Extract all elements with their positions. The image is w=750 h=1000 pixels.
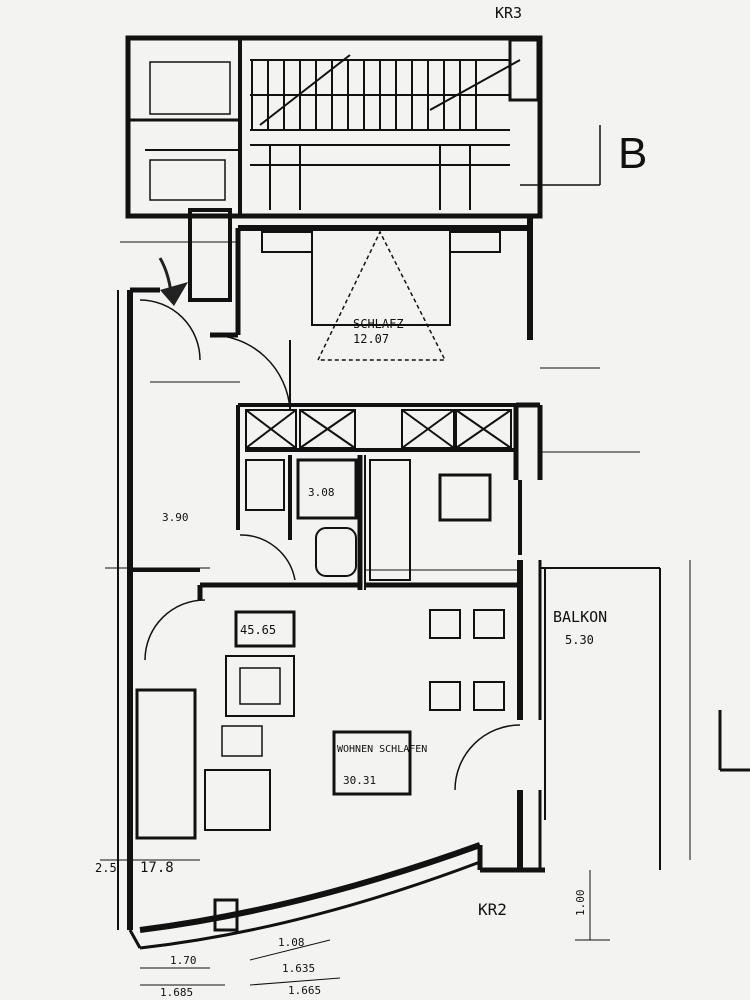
plan-linework [100, 35, 750, 986]
stair-note-box [149, 159, 226, 201]
bath-area-label: 3.08 [308, 486, 335, 499]
door-swing [144, 599, 206, 661]
door-swing [454, 724, 521, 791]
living-area-label-box [332, 730, 412, 796]
bay-mullion [213, 898, 239, 932]
dimension-line [249, 939, 331, 961]
dimension-bottom-left-total: 1.685 [160, 986, 193, 999]
bedroom-area-label: 12.07 [353, 332, 389, 346]
stair-note-box [149, 61, 231, 115]
bay-window-facade [139, 860, 481, 950]
armchair [204, 769, 271, 831]
balcony-code-label: KR2 [478, 900, 507, 919]
kitchen-area-label-box [234, 610, 296, 648]
stair-run-arrow [259, 54, 351, 126]
dimension-facade-left-2: 17.8 [140, 860, 174, 876]
living-area-label: 30.31 [343, 774, 376, 787]
kitchen-counter [369, 459, 411, 581]
living-name-label: WOHNEN SCHLAFEN [337, 744, 427, 755]
entrance-pillar [188, 208, 232, 302]
stairwell-outline [125, 35, 543, 219]
stove [438, 473, 492, 522]
bed-triangle [316, 230, 447, 361]
shower [296, 458, 358, 520]
stair-code-label: KR3 [495, 4, 522, 22]
door-swing [209, 334, 291, 411]
bay-window-facade [128, 929, 142, 949]
dimension-line [249, 977, 341, 986]
nightstand [261, 231, 313, 253]
hall-area-label: 3.90 [162, 511, 189, 524]
kitchen-area-label: 45.65 [240, 623, 276, 637]
stair-treads [250, 59, 510, 210]
dimension-facade-left: 2.5 [95, 861, 117, 875]
armchair [225, 655, 295, 717]
armchair-seat [239, 667, 281, 705]
section-marker-label: B [618, 129, 647, 178]
balcony-name-label: BALKON [553, 608, 607, 626]
entrance-arrowhead-icon [160, 282, 188, 306]
dimension-bottom-mid: 1.08 [278, 936, 305, 949]
stair-run-arrow [429, 59, 521, 111]
door-swing [239, 534, 296, 581]
wardrobe-units [245, 409, 512, 449]
balcony-area-label: 5.30 [565, 633, 594, 647]
nightstand [449, 231, 501, 253]
dining-set [429, 609, 505, 711]
toilet [315, 527, 357, 577]
bedroom-name-label: SCHLAFZ [353, 317, 404, 331]
bay-window-facade [139, 842, 482, 933]
dimension-bottom-mid-2: 1.635 [282, 962, 315, 975]
side-table [221, 725, 263, 757]
shaft [508, 38, 540, 102]
bed-frame [311, 228, 451, 326]
dimension-bottom-left: 1.70 [170, 954, 197, 967]
dimension-right-vertical: 1.00 [574, 890, 587, 917]
washbasin [245, 459, 285, 511]
dimension-bottom-mid-total: 1.665 [288, 984, 321, 997]
sofa [135, 688, 197, 840]
door-swing [139, 299, 201, 361]
